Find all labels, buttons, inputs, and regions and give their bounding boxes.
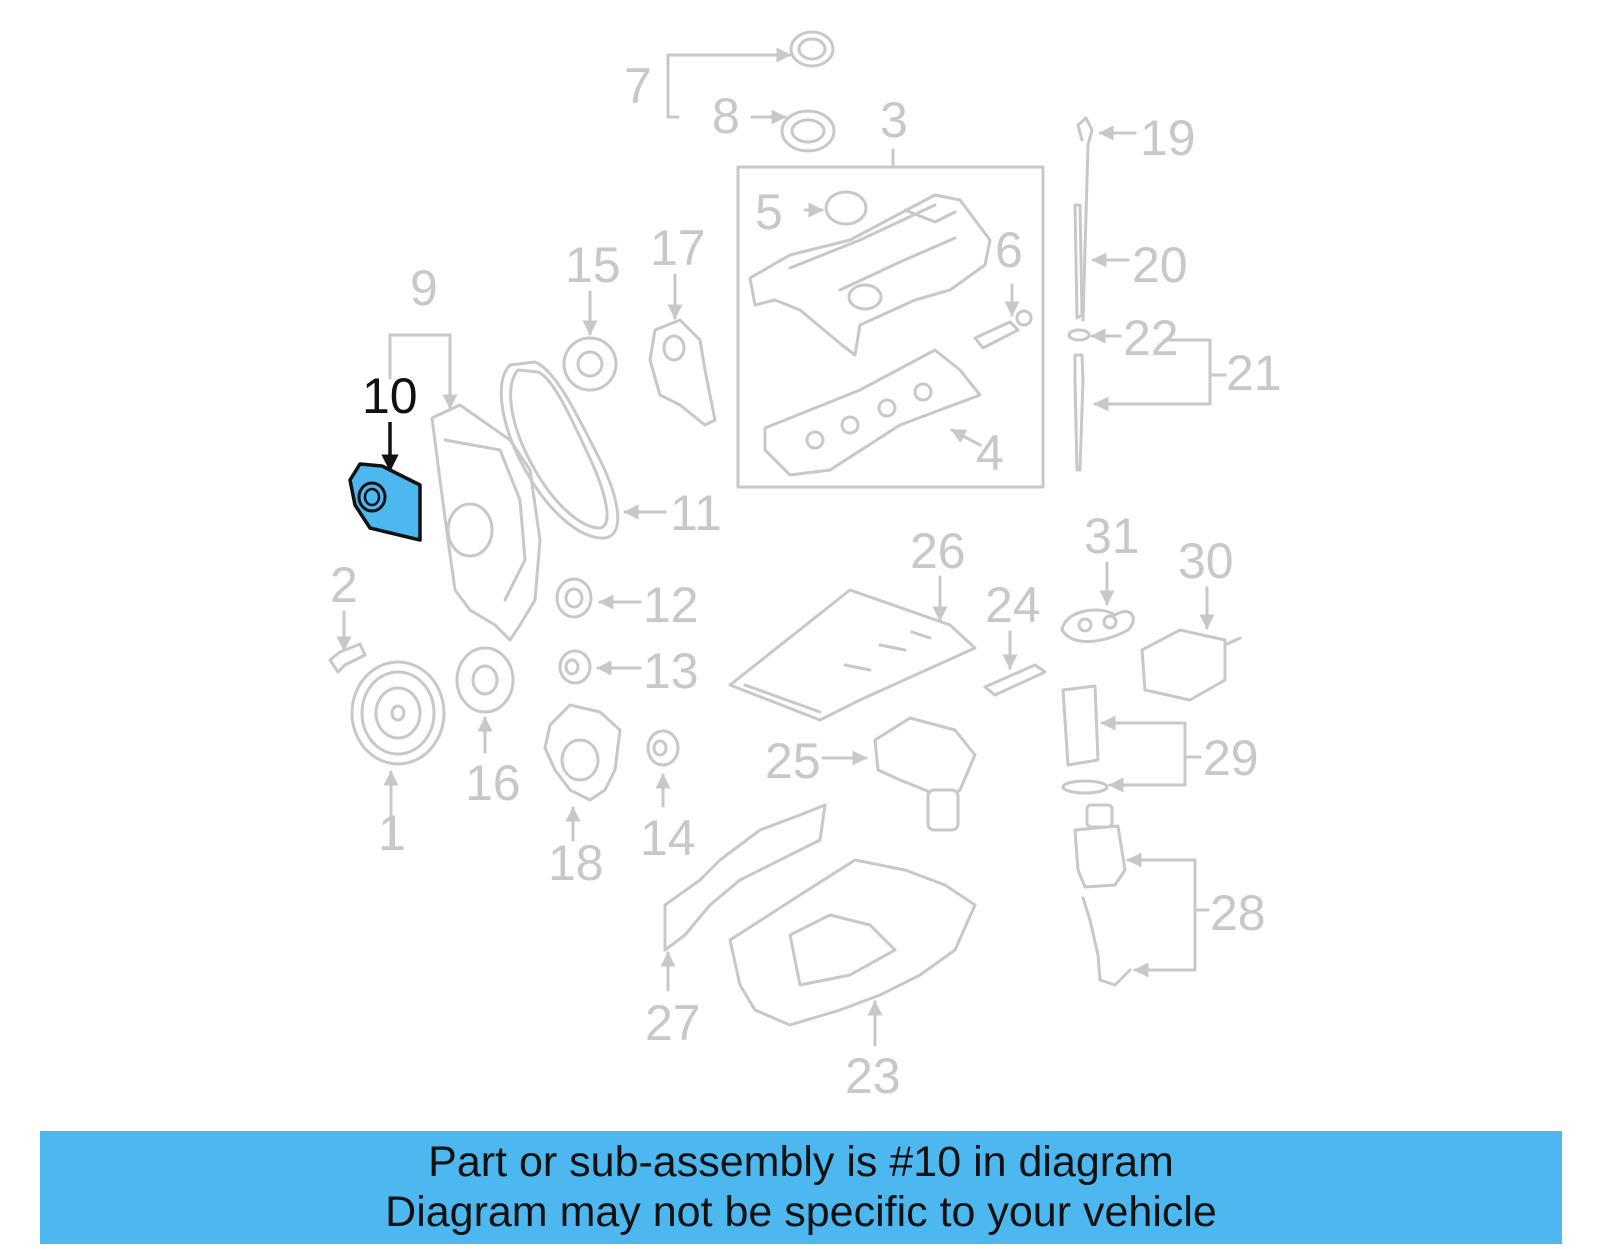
part-28-drain-tube[interactable] <box>1081 896 1132 987</box>
part-14-bushing[interactable] <box>646 729 680 767</box>
part-9-timing-cover[interactable] <box>430 403 542 642</box>
part-19-dipstick[interactable] <box>1076 116 1094 322</box>
part-6-breather-valve[interactable] <box>973 309 1033 350</box>
leader-28 <box>1148 858 1210 972</box>
label-10[interactable]: 10 <box>362 368 418 424</box>
part-21-guide-tube[interactable] <box>1073 353 1085 472</box>
part-17-tensioner[interactable] <box>648 318 717 427</box>
leader-21 <box>1096 338 1227 406</box>
part-4-valve-cover-gasket[interactable] <box>763 348 982 477</box>
part-23-oil-pan[interactable] <box>728 858 977 1027</box>
part-26-baffle[interactable] <box>728 588 977 722</box>
label-8[interactable]: 8 <box>712 88 740 144</box>
label-29[interactable]: 29 <box>1203 730 1259 786</box>
part-2-crank-bolt[interactable] <box>328 642 367 674</box>
part-13-bushing[interactable] <box>558 649 592 685</box>
valve-cover-group-box <box>736 165 1045 489</box>
banner-line-part: Part or sub-assembly is #10 in diagram <box>428 1138 1174 1186</box>
label-9[interactable]: 9 <box>410 260 438 316</box>
label-24[interactable]: 24 <box>985 577 1041 633</box>
part-7-oil-filler-cap[interactable] <box>789 30 835 68</box>
label-21[interactable]: 21 <box>1226 345 1282 401</box>
part-10-timing-cover-seal[interactable] <box>348 462 422 542</box>
label-30[interactable]: 30 <box>1178 533 1234 589</box>
leader-29 <box>1103 721 1202 787</box>
part-20-dipstick-tube[interactable] <box>1073 203 1084 320</box>
part-25-oil-pump[interactable] <box>873 716 977 832</box>
banner-line-disclaimer: Diagram may not be specific to your vehi… <box>385 1188 1217 1236</box>
label-4[interactable]: 4 <box>976 425 1004 481</box>
part-31-gasket[interactable] <box>1060 608 1135 644</box>
info-banner: Part or sub-assembly is #10 in diagram D… <box>40 1131 1562 1244</box>
part-22-o-ring[interactable] <box>1067 328 1091 342</box>
label-27[interactable]: 27 <box>645 995 701 1051</box>
leader-9 <box>388 333 452 407</box>
label-5[interactable]: 5 <box>755 184 783 240</box>
label-23[interactable]: 23 <box>845 1048 901 1104</box>
label-14[interactable]: 14 <box>640 810 696 866</box>
part-30-oil-cooler[interactable] <box>1140 628 1242 702</box>
part-24-seal[interactable] <box>983 663 1047 697</box>
label-25[interactable]: 25 <box>765 733 821 789</box>
label-17[interactable]: 17 <box>650 220 706 276</box>
part-5-oil-cap-seal[interactable] <box>824 190 868 226</box>
part-16-crank-sprocket[interactable] <box>455 646 515 714</box>
part-18-lower-cover[interactable] <box>543 703 622 802</box>
label-19[interactable]: 19 <box>1140 110 1196 166</box>
leader-4 <box>950 428 982 447</box>
label-31[interactable]: 31 <box>1084 508 1140 564</box>
part-3-valve-cover[interactable] <box>748 193 992 357</box>
part-29-filter-o-ring[interactable] <box>1061 779 1109 795</box>
part-15-idler-pulley[interactable] <box>562 336 618 392</box>
part-8-cap-seal[interactable] <box>780 109 836 153</box>
label-3[interactable]: 3 <box>880 92 908 148</box>
part-29-oil-filter[interactable] <box>1061 684 1100 767</box>
label-26[interactable]: 26 <box>910 523 966 579</box>
label-1[interactable]: 1 <box>378 805 406 861</box>
label-7[interactable]: 7 <box>624 58 652 114</box>
label-11[interactable]: 11 <box>670 485 722 541</box>
label-20[interactable]: 20 <box>1132 237 1188 293</box>
part-11-timing-belt[interactable] <box>499 360 620 540</box>
label-22[interactable]: 22 <box>1123 310 1179 366</box>
label-18[interactable]: 18 <box>548 835 604 891</box>
label-2[interactable]: 2 <box>330 557 358 613</box>
label-12[interactable]: 12 <box>643 577 699 633</box>
part-28-filter-housing[interactable] <box>1073 803 1127 889</box>
part-27-windage-tray[interactable] <box>663 803 827 952</box>
label-15[interactable]: 15 <box>565 237 621 293</box>
label-28[interactable]: 28 <box>1210 885 1266 941</box>
label-16[interactable]: 16 <box>465 755 521 811</box>
label-13[interactable]: 13 <box>643 643 699 699</box>
label-6[interactable]: 6 <box>995 222 1023 278</box>
part-1-crankshaft-pulley[interactable] <box>350 660 446 766</box>
part-12-idler[interactable] <box>555 577 593 619</box>
